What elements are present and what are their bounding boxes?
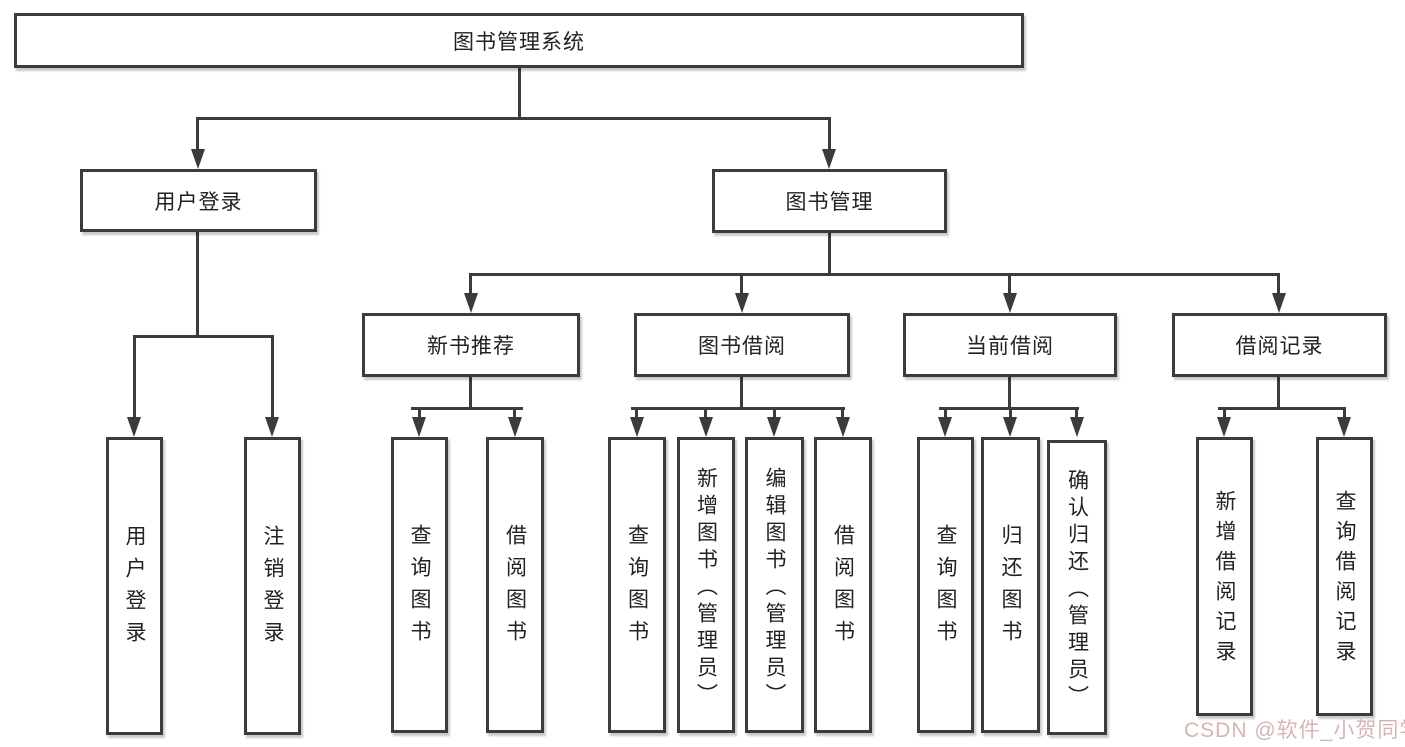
leaf-query-books-recommend: 查询图书 [391,437,448,733]
leaf-borrow-books: 借阅图书 [814,437,872,733]
node-user-login-label: 用户登录 [154,190,243,214]
node-borrow-record-label: 借阅记录 [1235,335,1324,358]
connector-bookmgmt-trunk [828,233,831,275]
arrow-to-leaf-borrow-books-recommend [508,417,522,437]
node-book-borrow-label: 图书借阅 [698,335,786,358]
arrow-to-leaf-add-borrow-record [1217,417,1231,437]
leaf-add-books-admin: 新增图书（管理员） [677,437,735,733]
connector-recommend-trunk [469,377,472,409]
connector-bookmgmt-drop-3 [1008,273,1011,297]
node-user-login: 用户登录 [80,169,317,232]
connector-borrow-drop-4 [841,407,844,421]
node-new-book-recommend: 新书推荐 [362,313,580,377]
arrow-to-user-login [191,149,205,169]
connector-borrow-drop-1 [635,407,638,421]
leaf-query-books-current: 查询图书 [917,437,974,733]
connector-userlogin-trunk [196,232,199,337]
leaf-borrow-books-recommend: 借阅图书 [486,437,544,733]
leaf-add-borrow-record: 新增借阅记录 [1196,437,1253,716]
leaf-add-books-admin-label: 新增图书（管理员） [694,466,718,710]
connector-current-drop-3 [1075,407,1078,421]
connector-bookmgmt-drop-4 [1277,273,1280,297]
connector-userlogin-drop-1 [133,335,136,421]
leaf-logout-label: 注销登录 [261,525,284,653]
connector-borrow-drop-3 [773,407,776,421]
leaf-return-books: 归还图书 [981,437,1040,733]
leaf-add-borrow-record-label: 新增借阅记录 [1213,489,1236,670]
arrow-to-leaf-confirm-return [1070,417,1084,437]
leaf-logout: 注销登录 [244,437,301,735]
leaf-borrow-books-label: 借阅图书 [831,524,855,652]
connector-borrow-trunk [740,377,743,409]
connector-bookmgmt-bar [470,273,1280,276]
node-borrow-record: 借阅记录 [1172,313,1387,377]
connector-bookmgmt-drop-1 [469,273,472,297]
arrow-to-leaf-query-books-recommend [412,417,426,437]
csdn-watermark: CSDN @软件_小贺同学 [1184,719,1405,742]
connector-current-drop-1 [944,407,947,421]
connector-record-drop-2 [1343,407,1346,421]
arrow-to-borrow-record [1272,293,1286,313]
connector-root-bar [196,117,831,120]
arrow-to-book-borrow [735,293,749,313]
leaf-confirm-return-admin-label: 确认归还（管理员） [1065,469,1089,712]
leaf-confirm-return-admin: 确认归还（管理员） [1047,440,1107,735]
node-book-management-label: 图书管理 [785,191,874,214]
connector-recommend-bar [411,407,523,410]
leaf-query-books-borrow: 查询图书 [608,437,666,733]
connector-borrow-drop-2 [704,407,707,421]
arrow-to-leaf-logout [265,417,279,437]
arrow-to-leaf-return-books [1003,417,1017,437]
leaf-borrow-books-recommend-label: 借阅图书 [503,524,527,652]
connector-recommend-drop-2 [513,407,516,421]
arrow-to-leaf-user-login [127,417,141,437]
leaf-query-borrow-record-label: 查询借阅记录 [1333,489,1356,670]
connector-userlogin-drop-2 [271,335,274,421]
leaf-query-borrow-record: 查询借阅记录 [1316,437,1373,716]
connector-bookmgmt-drop-2 [740,273,743,297]
arrow-to-leaf-borrow-books [836,417,850,437]
connector-root-drop-left [196,117,199,151]
connector-root-trunk [518,68,521,119]
node-current-borrow: 当前借阅 [903,313,1117,377]
root-node-library-system: 图书管理系统 [14,13,1024,68]
leaf-edit-books-admin-label: 编辑图书（管理员） [763,466,786,710]
leaf-query-books-recommend-label: 查询图书 [408,524,431,652]
node-new-book-recommend-label: 新书推荐 [427,335,515,358]
node-current-borrow-label: 当前借阅 [966,335,1054,358]
connector-current-trunk [1008,377,1011,409]
connector-record-trunk [1277,377,1280,409]
arrow-to-new-book-recommend [464,293,478,313]
connector-record-drop-1 [1223,407,1226,421]
arrow-to-leaf-edit-books-admin [767,417,781,437]
leaf-query-books-borrow-label: 查询图书 [625,524,649,652]
connector-userlogin-bar [133,335,273,338]
arrow-to-book-management [822,149,836,169]
arrow-to-leaf-query-books-borrow [630,417,644,437]
connector-recommend-drop-1 [418,407,421,421]
connector-root-drop-right [828,117,831,151]
node-book-borrow: 图书借阅 [634,313,850,377]
arrow-to-leaf-query-borrow-record [1337,417,1351,437]
leaf-query-books-current-label: 查询图书 [934,524,957,652]
leaf-return-books-label: 归还图书 [999,524,1022,652]
arrow-to-leaf-add-books-admin [699,417,713,437]
root-node-label: 图书管理系统 [453,30,585,54]
connector-current-drop-2 [1009,407,1012,421]
leaf-user-login: 用户登录 [106,437,163,735]
arrow-to-leaf-query-books-current [938,417,952,437]
node-book-management: 图书管理 [712,169,947,233]
connector-borrow-bar [631,407,845,410]
leaf-edit-books-admin: 编辑图书（管理员） [745,437,804,733]
connector-record-bar [1218,407,1346,410]
arrow-to-current-borrow [1003,293,1017,313]
leaf-user-login-label: 用户登录 [123,525,146,653]
